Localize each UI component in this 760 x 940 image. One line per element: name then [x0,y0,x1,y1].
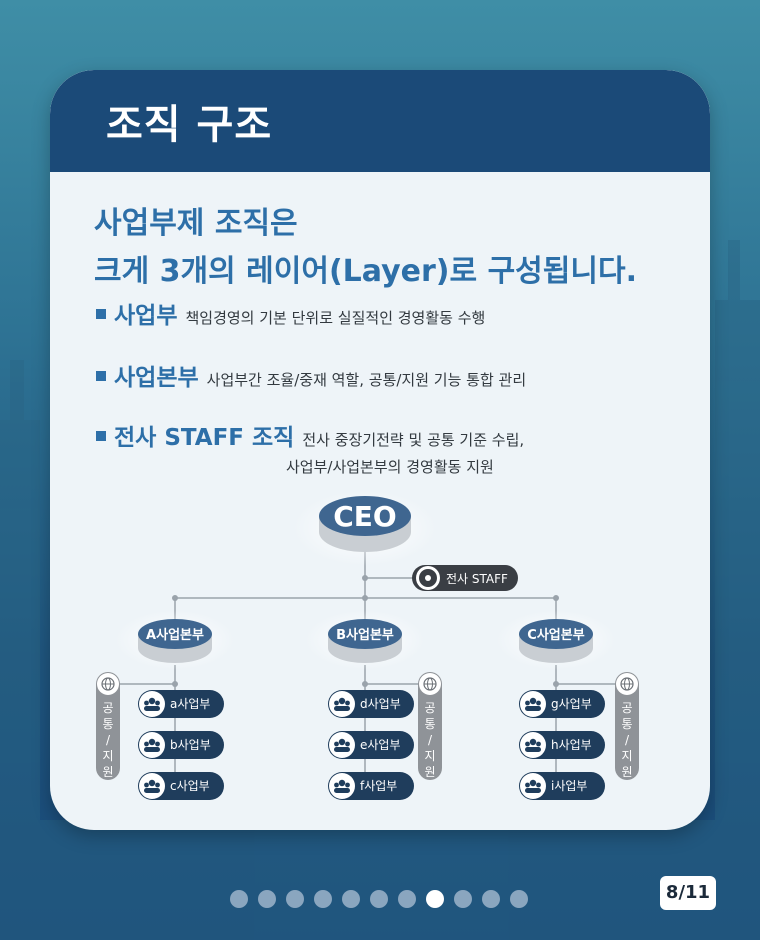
page-counter: 8/11 [660,876,716,910]
bullet-name: 전사 STAFF 조직 [114,425,295,451]
pagination-dot[interactable] [510,890,528,908]
pagination-dot[interactable] [398,890,416,908]
pagination-dot[interactable] [482,890,500,908]
bullet-item: 사업본부 사업부간 조율/중재 역할, 공통/지원 기능 통합 관리 [96,358,526,392]
page-title: 조직 구조 [106,102,273,148]
bullet-square-icon [96,309,106,319]
bullet-item: 사업부 책임경영의 기본 단위로 실질적인 경영활동 수행 [96,296,485,330]
headline-line-1: 사업부제 조직은 [94,206,298,241]
content-card: 조직 구조 사업부제 조직은 크게 3개의 레이어(Layer)로 구성됩니다.… [50,70,710,830]
pagination-dot[interactable] [258,890,276,908]
bullet-item: 전사 STAFF 조직 전사 중장기전략 및 공통 기준 수립, [96,418,524,452]
bullet-name: 사업본부 [114,365,199,391]
pagination-dot[interactable] [370,890,388,908]
pagination-dot[interactable] [314,890,332,908]
pagination-dots [230,890,528,908]
pagination-dot[interactable] [454,890,472,908]
bullet-square-icon [96,431,106,441]
pagination-dot[interactable] [426,890,444,908]
bullet-desc: 책임경영의 기본 단위로 실질적인 경영활동 수행 [185,309,486,327]
pagination-dot[interactable] [342,890,360,908]
bullet-name: 사업부 [114,303,178,329]
headline-line-2: 크게 3개의 레이어(Layer)로 구성됩니다. [94,254,637,289]
pagination-dot[interactable] [230,890,248,908]
pagination-dot[interactable] [286,890,304,908]
bullet-square-icon [96,371,106,381]
bullet-desc: 사업부간 조율/중재 역할, 공통/지원 기능 통합 관리 [206,371,527,389]
card-header: 조직 구조 [50,70,710,172]
bullet-desc: 전사 중장기전략 및 공통 기준 수립, [302,431,525,449]
bullet-desc-continued: 사업부/사업본부의 경영활동 지원 [286,458,494,476]
